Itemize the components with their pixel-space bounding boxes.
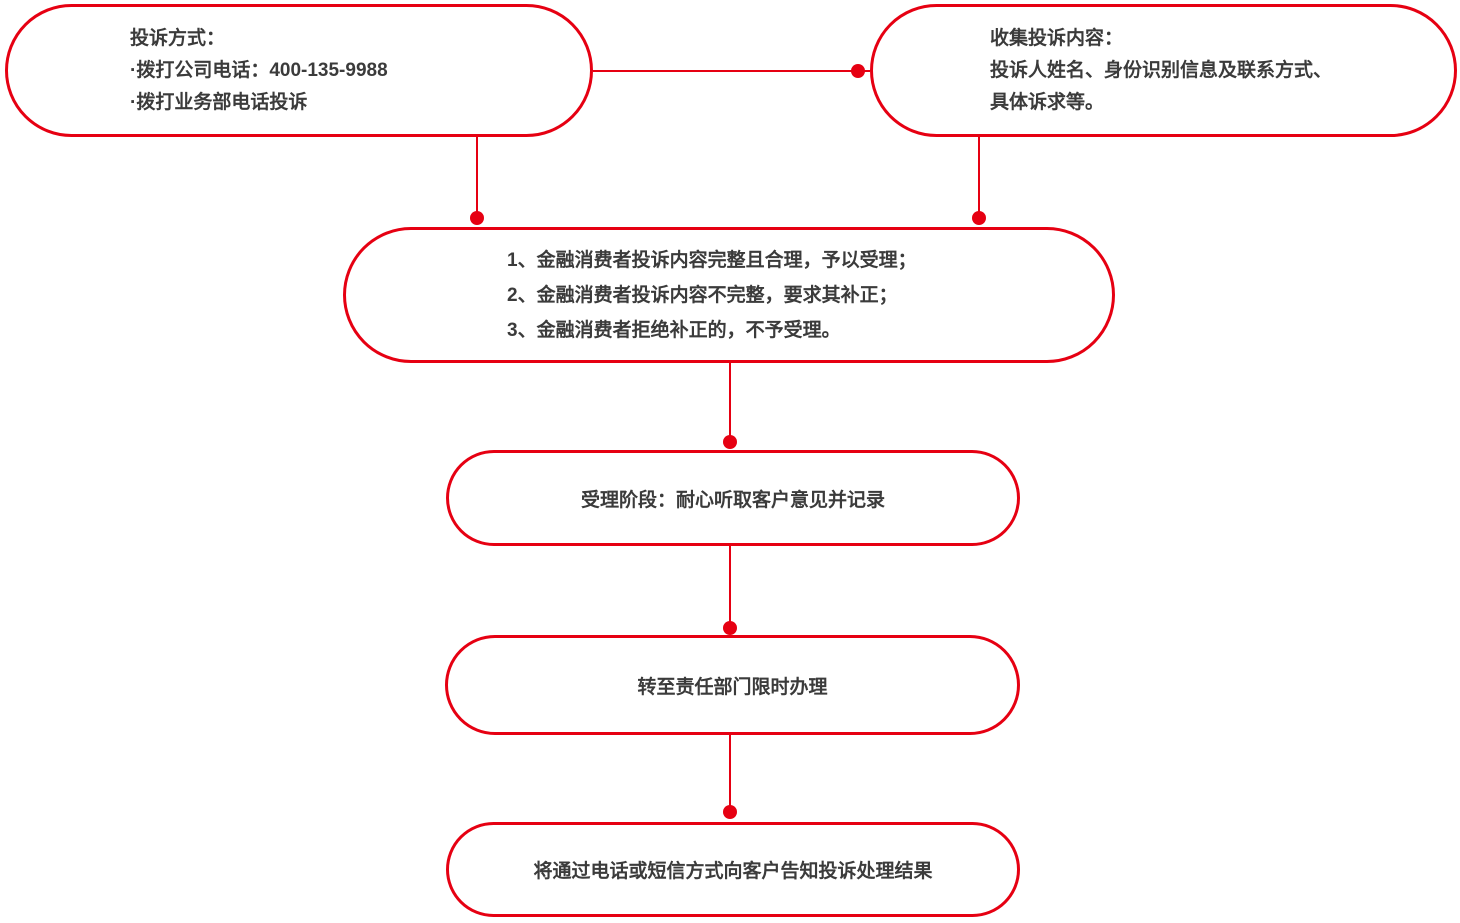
connector-line-methods-to-content: [593, 70, 870, 72]
connector-line-content-to-rules: [978, 135, 980, 212]
node-text-line: 2、金融消费者投诉内容不完整，要求其补正；: [507, 284, 898, 306]
node-text-line: 受理阶段：耐心听取客户意见并记录: [580, 489, 885, 511]
node-text-line: ·拨打公司电话：400-135-9988: [130, 59, 388, 81]
node-transfer-department: 转至责任部门限时办理: [445, 635, 1020, 735]
node-text-line: 投诉人姓名、身份识别信息及联系方式、: [990, 59, 1333, 81]
node-text-line: 投诉方式：: [130, 27, 226, 49]
connector-dot: [972, 211, 986, 225]
node-acceptance-stage: 受理阶段：耐心听取客户意见并记录: [446, 450, 1020, 546]
connector-line-acceptance-to-transfer: [729, 544, 731, 622]
node-acceptance-rules: 1、金融消费者投诉内容完整且合理，予以受理； 2、金融消费者投诉内容不完整，要求…: [343, 227, 1115, 363]
connector-dot: [723, 435, 737, 449]
node-complaint-methods: 投诉方式： ·拨打公司电话：400-135-9988 ·拨打业务部电话投诉: [5, 4, 593, 137]
node-text-line: ·拨打业务部电话投诉: [130, 91, 308, 113]
node-text-line: 具体诉求等。: [990, 91, 1105, 113]
connector-line-methods-to-rules: [476, 135, 478, 212]
node-text-line: 将通过电话或短信方式向客户告知投诉处理结果: [533, 861, 933, 882]
node-notify-result: 将通过电话或短信方式向客户告知投诉处理结果: [446, 822, 1020, 917]
connector-dot: [470, 211, 484, 225]
connector-dot: [723, 621, 737, 635]
connector-dot: [851, 64, 865, 78]
connector-line-transfer-to-notify: [729, 733, 731, 806]
node-text-line: 3、金融消费者拒绝补正的，不予受理。: [507, 319, 841, 341]
connector-line-rules-to-acceptance: [729, 361, 731, 436]
node-text-line: 转至责任部门限时办理: [637, 676, 828, 698]
connector-dot: [723, 805, 737, 819]
node-text-line: 收集投诉内容：: [990, 27, 1124, 49]
node-text-line: 1、金融消费者投诉内容完整且合理，予以受理；: [507, 249, 917, 271]
node-collect-content: 收集投诉内容： 投诉人姓名、身份识别信息及联系方式、 具体诉求等。: [870, 4, 1457, 137]
